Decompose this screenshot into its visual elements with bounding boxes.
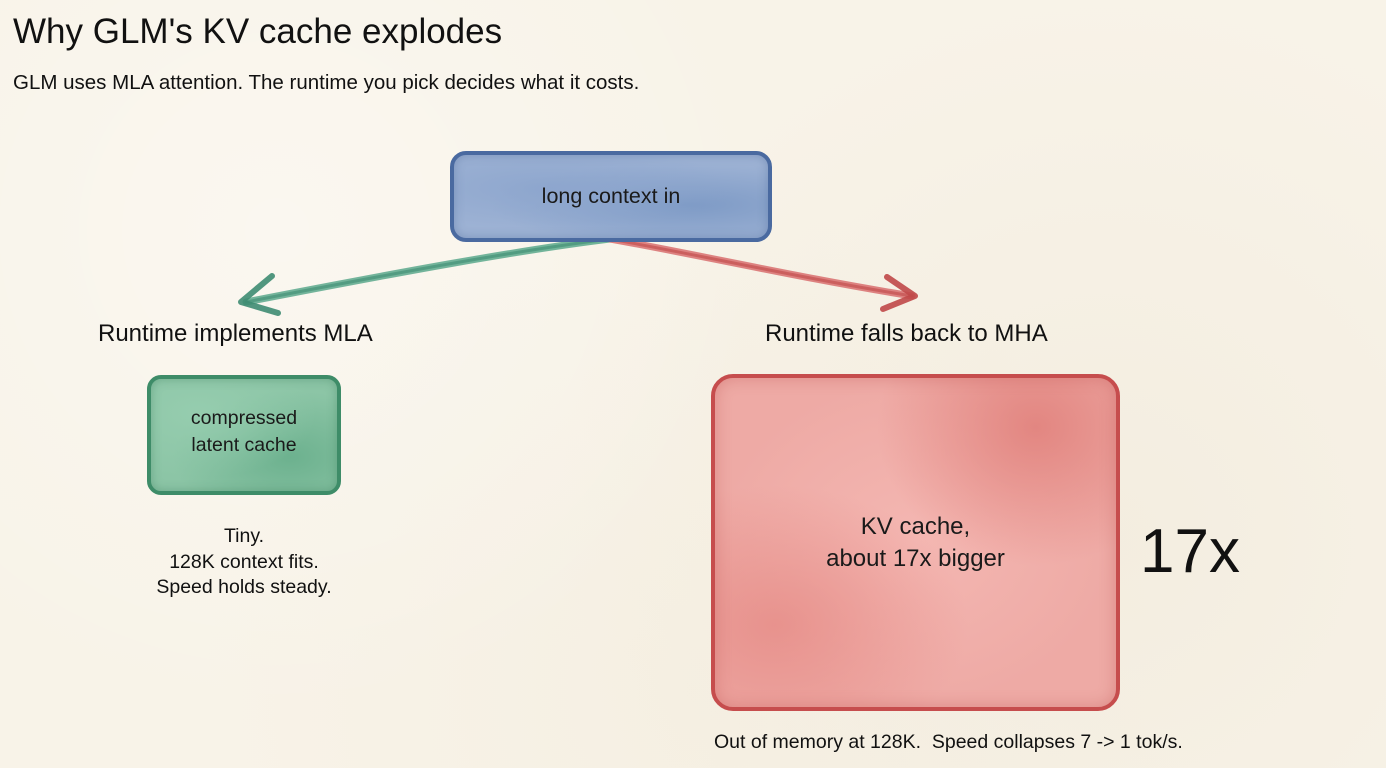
mha-footer-note: Out of memory at 128K. Speed collapses 7…	[714, 731, 1183, 753]
mha-branch-label: Runtime falls back to MHA	[765, 320, 1048, 347]
kv-cache-line-2: about 17x bigger	[826, 544, 1005, 572]
compressed-cache-line-2: latent cache	[191, 434, 297, 456]
mla-note-2: 128K context fits.	[169, 550, 319, 573]
mla-note-3: Speed holds steady.	[156, 576, 332, 599]
mla-branch-label: Runtime implements MLA	[98, 320, 373, 347]
compressed-cache-node: compressed latent cache	[147, 375, 341, 495]
page-subtitle: GLM uses MLA attention. The runtime you …	[13, 71, 640, 94]
mla-note-1: Tiny.	[223, 525, 265, 547]
arrow-to-mha	[606, 235, 918, 312]
page-title: Why GLM's KV cache explodes	[13, 12, 503, 51]
long-context-node: long context in	[450, 151, 772, 242]
mla-notes: Tiny. 128K context fits. Speed holds ste…	[120, 524, 368, 601]
arrow-to-mla	[238, 235, 614, 316]
multiplier-label: 17x	[1140, 517, 1240, 586]
compressed-cache-line-1: compressed	[190, 406, 298, 429]
kv-cache-node: KV cache, about 17x bigger	[711, 374, 1120, 711]
kv-cache-line-1: KV cache,	[860, 513, 971, 541]
long-context-label: long context in	[541, 184, 681, 208]
